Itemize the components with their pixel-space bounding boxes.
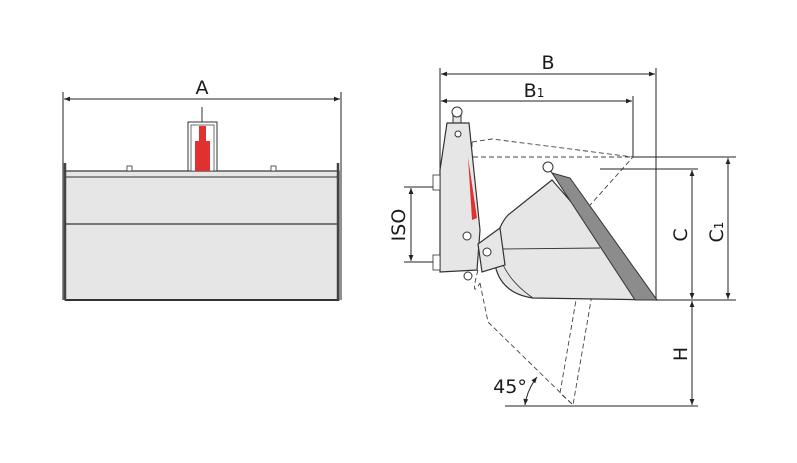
mounting-bracket — [432, 106, 506, 281]
dimension-label-iso: ISO — [388, 209, 410, 242]
angle-label: 45° — [493, 376, 527, 398]
side-view: B B1 ISO — [388, 52, 736, 407]
front-view: A — [62, 77, 342, 301]
dimension-label-a: A — [196, 77, 209, 99]
angle-arc — [523, 376, 538, 406]
dimension-label-c: C — [670, 228, 692, 241]
red-cylinder-side — [468, 157, 477, 220]
dimension-label-h: H — [670, 347, 692, 361]
dimension-label-c1: C1 — [706, 222, 728, 243]
mount-tab — [126, 165, 133, 172]
bucket-pivot — [482, 247, 492, 257]
hook-upper — [432, 174, 441, 191]
bucket-front-body — [64, 170, 340, 301]
hook-lower — [432, 254, 441, 271]
top-lug — [451, 106, 463, 118]
dimension-label-b: B — [541, 52, 554, 74]
hydraulic-cylinder-front — [187, 107, 218, 172]
mount-tab — [270, 165, 277, 172]
ram-pivot-lug — [542, 161, 554, 173]
dimension-label-b1: B1 — [524, 80, 545, 102]
